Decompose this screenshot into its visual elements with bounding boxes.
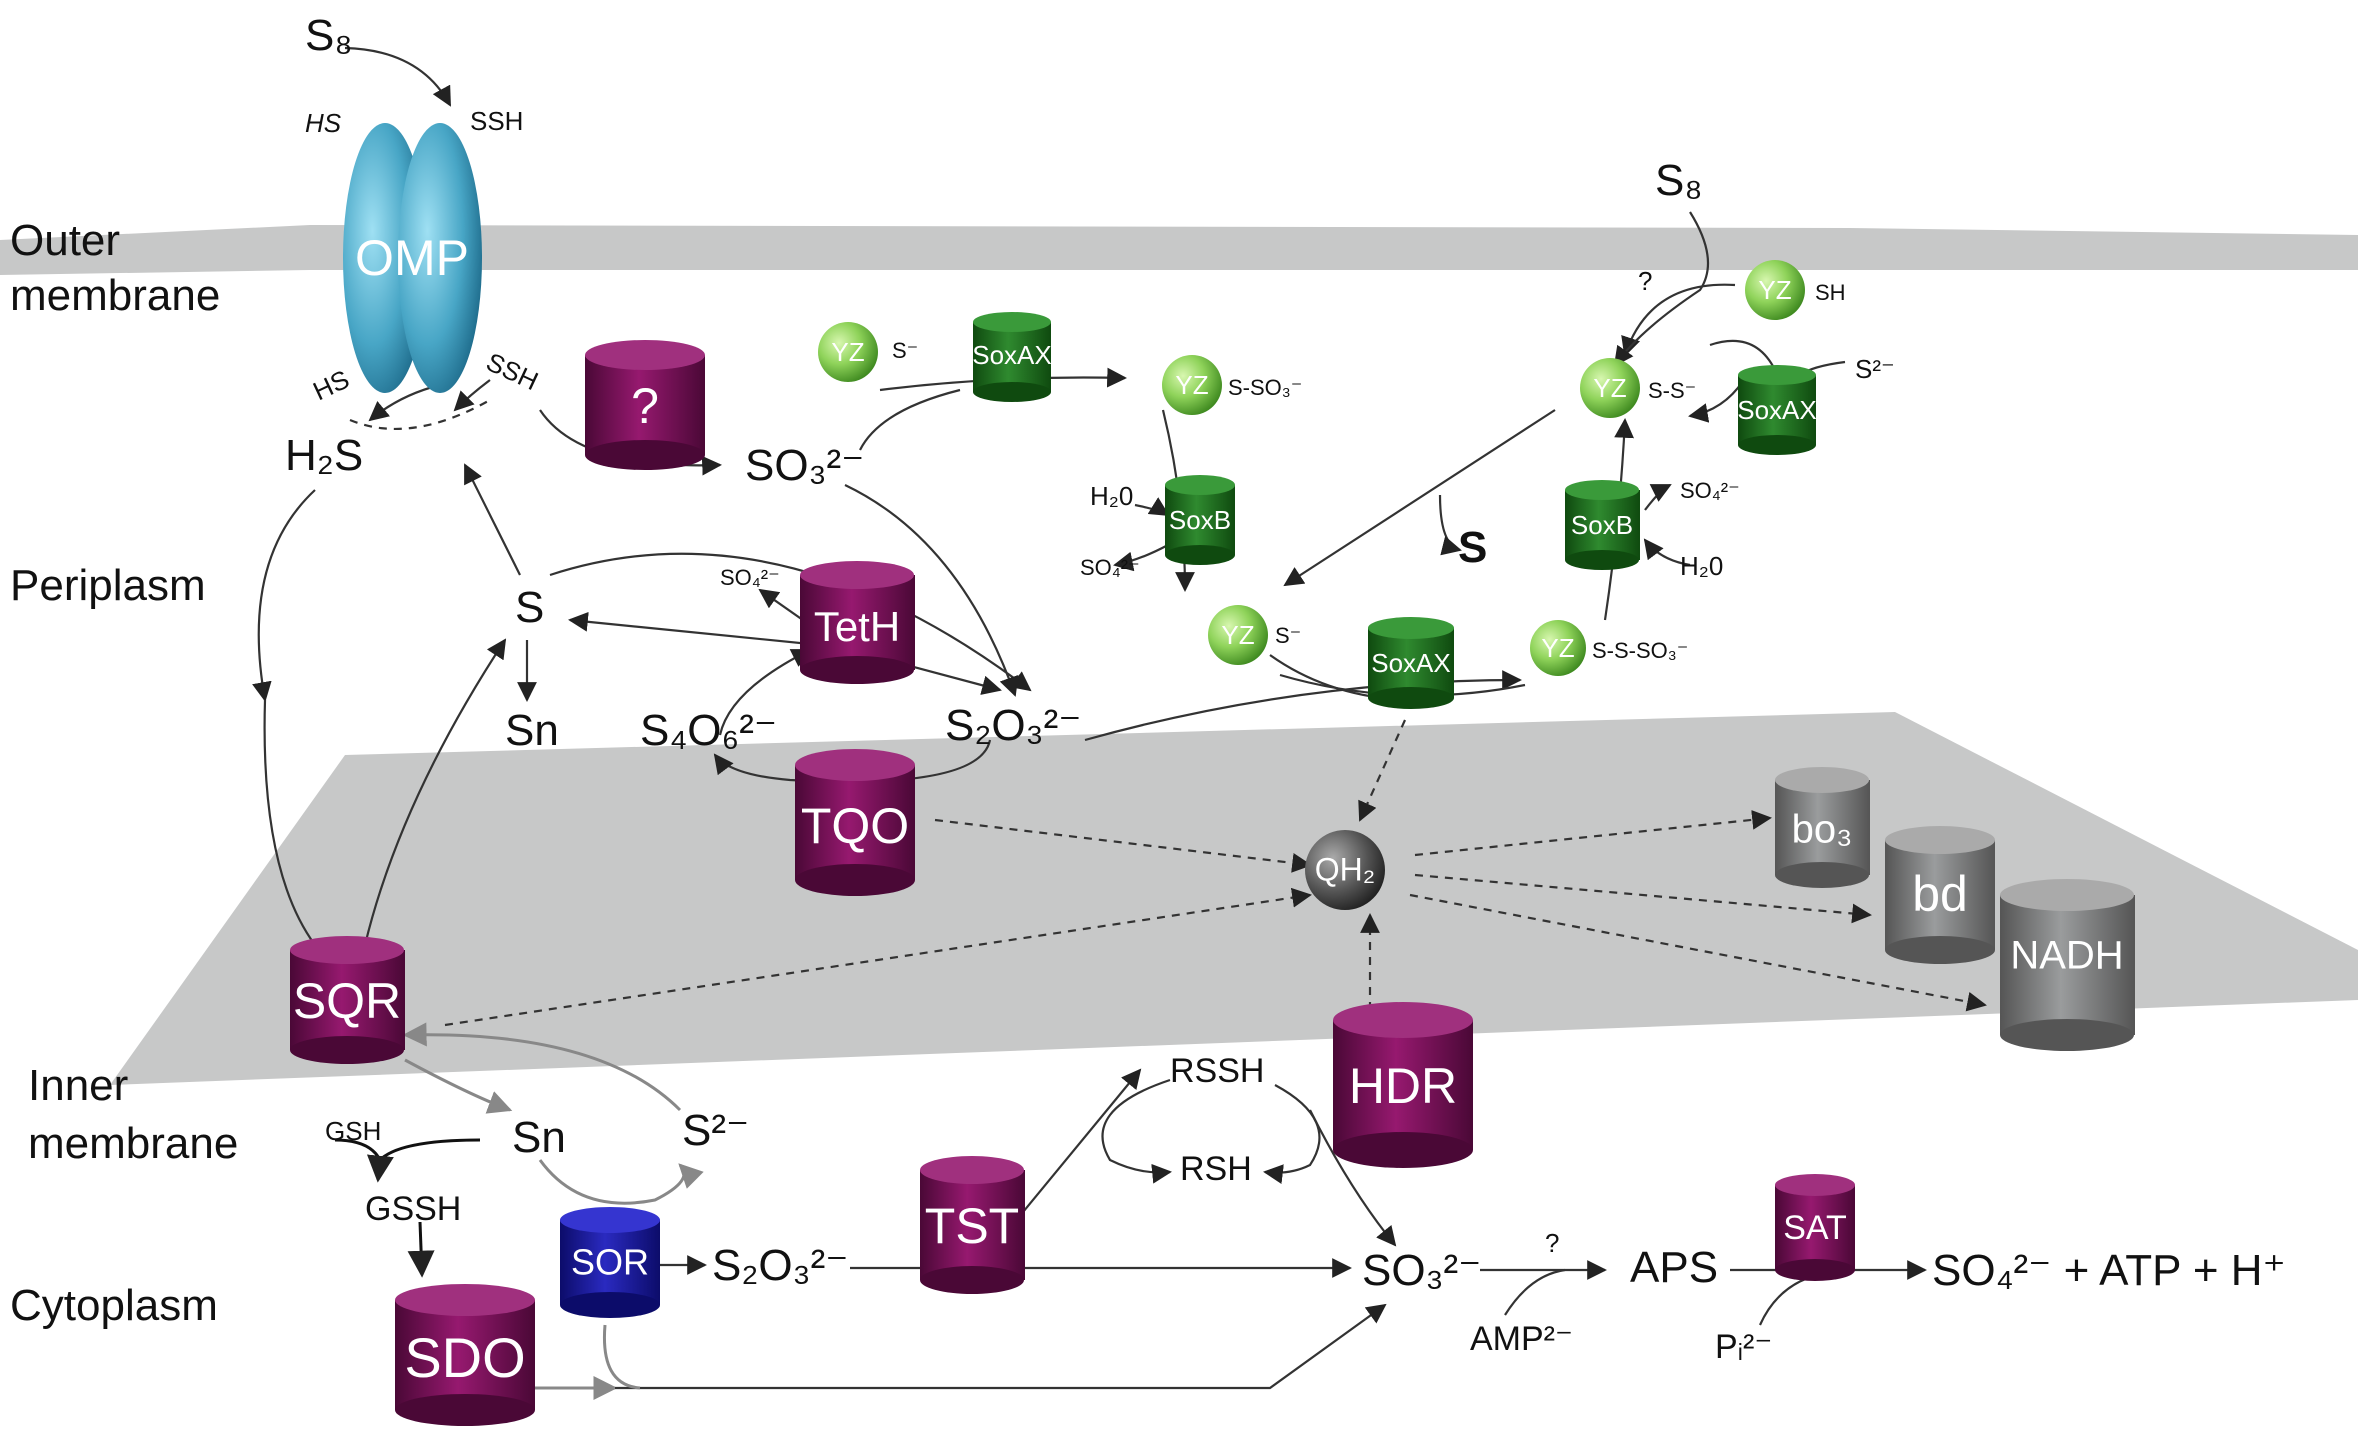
- zone-label-periplasm: Periplasm: [10, 561, 206, 610]
- products: SO₄²⁻ + ATP + H⁺: [1932, 1246, 2286, 1295]
- tst-label: TST: [925, 1198, 1019, 1254]
- yz-3-tail: S⁻: [1275, 623, 1301, 648]
- question-sox: ?: [1638, 266, 1652, 296]
- hs-bottom: HS: [308, 364, 353, 406]
- s2o3-cytoplasm: S₂O₃²⁻: [712, 1241, 848, 1290]
- yz-carrier-3: YZ S⁻: [1208, 605, 1301, 665]
- soxb-enzyme-2: SoxB: [1565, 480, 1640, 570]
- yz-5-label: YZ: [1593, 373, 1626, 403]
- bo3-label: bo₃: [1792, 808, 1853, 852]
- s4o6: S₄O₆²⁻: [640, 706, 777, 755]
- yz-carrier-1: YZ S⁻: [818, 322, 918, 382]
- s8-top: S₈: [305, 11, 353, 60]
- gsh: GSH: [325, 1116, 381, 1146]
- nadh-label: NADH: [2010, 934, 2123, 978]
- yz-2-label: YZ: [1175, 370, 1208, 400]
- hdr-label: HDR: [1349, 1058, 1457, 1114]
- tst-enzyme: TST: [920, 1156, 1025, 1294]
- sor-label: SOR: [571, 1242, 649, 1283]
- soxb-enzyme-1: SoxB: [1165, 475, 1235, 565]
- s-periplasm: S: [515, 583, 544, 632]
- h2o-right: H₂0: [1680, 551, 1723, 581]
- yz-4-label: YZ: [1541, 633, 1574, 663]
- yz-carrier-5: YZ S-S⁻: [1580, 358, 1696, 418]
- soxax-3-label: SoxAX: [1371, 648, 1451, 678]
- yz-3-label: YZ: [1221, 620, 1254, 650]
- omp-label: OMP: [355, 230, 469, 286]
- sn-periplasm: Sn: [505, 706, 559, 755]
- unknown-enzyme-label: ?: [631, 378, 659, 434]
- sdo-label: SDO: [404, 1326, 525, 1389]
- sat-label: SAT: [1783, 1209, 1847, 1247]
- omp-protein: OMP: [343, 123, 482, 393]
- yz-6-label: YZ: [1758, 275, 1791, 305]
- qh2-quinol: QH₂: [1305, 830, 1385, 910]
- question-aps: ?: [1545, 1228, 1559, 1258]
- zone-label-inner-membrane-1: Inner: [28, 1061, 128, 1110]
- yz-2-tail: S-SO₃⁻: [1228, 375, 1302, 400]
- bo3-enzyme: bo₃: [1775, 767, 1870, 888]
- gssh: GSSH: [365, 1190, 461, 1228]
- s2-cytoplasm: S²⁻: [682, 1106, 749, 1155]
- soxb-2-label: SoxB: [1571, 510, 1633, 540]
- sor-enzyme: SOR: [560, 1207, 660, 1318]
- yz-4-tail: S-S-SO₃⁻: [1592, 638, 1688, 663]
- so3-periplasm: SO₃²⁻: [745, 441, 864, 490]
- s-bold: S: [1458, 523, 1487, 572]
- sdo-enzyme: SDO: [395, 1284, 535, 1426]
- yz-carrier-6: YZ SH: [1745, 260, 1846, 320]
- teth-enzyme: TetH: [800, 561, 915, 684]
- zone-label-outer-membrane-1: Outer: [10, 216, 120, 265]
- zone-label-cytoplasm: Cytoplasm: [10, 1281, 218, 1330]
- nadh-enzyme: NADH: [2000, 879, 2135, 1051]
- unknown-enzyme: ?: [585, 340, 705, 470]
- soxax-1-label: SoxAX: [972, 340, 1052, 370]
- rssh: RSSH: [1170, 1052, 1264, 1090]
- soxax-enzyme-3: SoxAX: [1368, 617, 1454, 709]
- s2-minus-right: S²⁻: [1855, 354, 1895, 384]
- yz-carrier-2: YZ S-SO₃⁻: [1162, 355, 1302, 415]
- soxax-2-label: SoxAX: [1737, 395, 1817, 425]
- yz-1-label: YZ: [831, 337, 864, 367]
- so4-teth: SO₄²⁻: [720, 565, 780, 590]
- yz-1-tail: S⁻: [892, 338, 918, 363]
- ssh-bottom: SSH: [482, 346, 543, 396]
- ssh-top: SSH: [470, 106, 523, 136]
- soxax-enzyme-1: SoxAX: [972, 312, 1052, 402]
- qh2-label: QH₂: [1315, 851, 1375, 887]
- h2o-left: H₂0: [1090, 481, 1133, 511]
- so4-right: SO₄²⁻: [1680, 478, 1740, 503]
- hs-top: HS: [305, 108, 342, 138]
- s2o3-periplasm: S₂O₃²⁻: [945, 701, 1081, 750]
- yz-6-tail: SH: [1815, 280, 1846, 305]
- yz-carrier-4: YZ S-S-SO₃⁻: [1530, 620, 1688, 676]
- soxax-enzyme-2: SoxAX: [1737, 365, 1817, 455]
- tqo-enzyme: TQO: [795, 749, 915, 896]
- sqr-enzyme: SQR: [290, 936, 405, 1064]
- so4-left: SO₄²⁻: [1080, 555, 1140, 580]
- zone-label-outer-membrane-2: membrane: [10, 271, 220, 320]
- pi: Pᵢ²⁻: [1715, 1328, 1772, 1366]
- soxb-1-label: SoxB: [1169, 505, 1231, 535]
- so3-cytoplasm: SO₃²⁻: [1362, 1246, 1481, 1295]
- yz-5-tail: S-S⁻: [1648, 378, 1696, 403]
- tqo-label: TQO: [801, 798, 909, 854]
- sqr-label: SQR: [293, 973, 401, 1029]
- amp: AMP²⁻: [1470, 1320, 1573, 1358]
- hdr-enzyme: HDR: [1333, 1002, 1473, 1168]
- s8-right: S₈: [1655, 156, 1703, 205]
- sat-enzyme: SAT: [1775, 1174, 1855, 1281]
- teth-label: TetH: [814, 603, 900, 650]
- zone-label-inner-membrane-2: membrane: [28, 1119, 238, 1168]
- rsh: RSH: [1180, 1150, 1252, 1188]
- sn-cytoplasm: Sn: [512, 1113, 566, 1162]
- bd-enzyme: bd: [1885, 826, 1995, 964]
- aps: APS: [1630, 1243, 1718, 1292]
- bd-label: bd: [1912, 866, 1968, 922]
- h2s: H₂S: [285, 431, 363, 480]
